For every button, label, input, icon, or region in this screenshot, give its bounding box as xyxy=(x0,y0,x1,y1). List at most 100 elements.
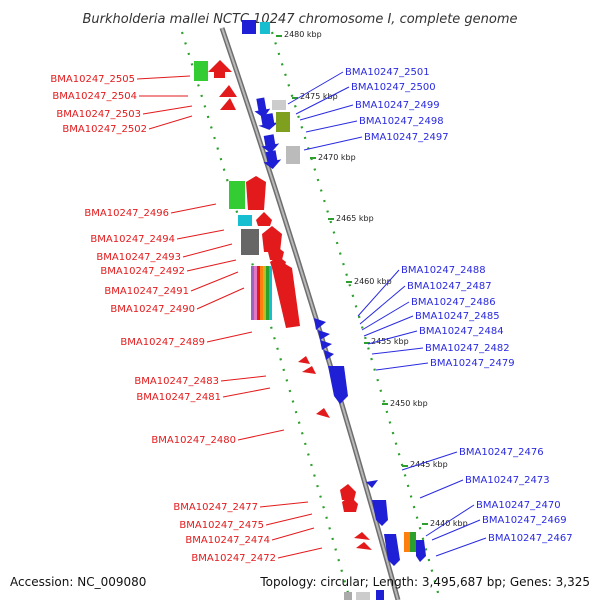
leader-line xyxy=(277,547,323,559)
kbp-label: 2480 kbp xyxy=(284,30,322,39)
kbp-label: 2450 kbp xyxy=(390,399,428,408)
leader-line xyxy=(170,203,217,214)
gene-label[interactable]: BMA10247_2502 xyxy=(62,124,147,135)
gene-2488-arrow xyxy=(314,318,326,330)
gene-2497-arrow xyxy=(261,134,280,154)
leader-line xyxy=(206,331,253,343)
gene-2479-arrow xyxy=(328,366,348,404)
gene-label[interactable]: BMA10247_2470 xyxy=(476,500,561,511)
gene-2472-arrow xyxy=(356,542,372,550)
gene-label[interactable]: BMA10247_2484 xyxy=(419,326,504,337)
gene-label[interactable]: BMA10247_2472 xyxy=(191,553,276,564)
gene-label[interactable]: BMA10247_2477 xyxy=(173,502,258,513)
gene-label[interactable]: BMA10247_2505 xyxy=(50,74,135,85)
gene-label[interactable]: BMA10247_2483 xyxy=(134,376,219,387)
gene-label[interactable]: BMA10247_2491 xyxy=(104,286,189,297)
leader-line xyxy=(299,104,354,121)
gene-top-block xyxy=(242,20,256,34)
gene-label[interactable]: BMA10247_2497 xyxy=(364,132,449,143)
gene-label[interactable]: BMA10247_2489 xyxy=(120,337,205,348)
gene-2493-block xyxy=(241,229,259,255)
leader-line xyxy=(367,330,418,345)
gene-2498-block xyxy=(276,112,290,132)
gene-label[interactable]: BMA10247_2487 xyxy=(407,281,492,292)
kbp-label: 2460 kbp xyxy=(354,277,392,286)
gene-label[interactable]: BMA10247_2479 xyxy=(430,358,515,369)
kbp-label: 2475 kbp xyxy=(300,92,338,101)
gene-label[interactable]: BMA10247_2494 xyxy=(90,234,175,245)
gene-label[interactable]: BMA10247_2486 xyxy=(411,297,496,308)
leader-line xyxy=(148,115,193,130)
gene-label[interactable]: BMA10247_2503 xyxy=(56,109,141,120)
accession-text: Accession: NC_009080 xyxy=(10,575,146,589)
gene-2476-arrow xyxy=(366,480,378,488)
leader-line xyxy=(190,271,239,292)
gene-2480-arrow xyxy=(316,408,330,418)
gene-2505-arrow xyxy=(208,60,232,78)
kbp-label: 2470 kbp xyxy=(318,153,356,162)
gene-label[interactable]: BMA10247_2485 xyxy=(415,311,500,322)
gene-label[interactable]: BMA10247_2490 xyxy=(110,304,195,315)
gene-2497b-arrow xyxy=(263,150,282,170)
leader-line xyxy=(375,362,429,371)
gene-2505-block xyxy=(194,61,208,81)
gene-label[interactable]: BMA10247_2499 xyxy=(355,100,440,111)
gene-2501-arrow xyxy=(254,97,271,118)
gene-label[interactable]: BMA10247_2474 xyxy=(185,535,270,546)
gene-2490-rainbow xyxy=(251,266,272,320)
gene-2474-arrow xyxy=(354,532,370,540)
gene-label[interactable]: BMA10247_2492 xyxy=(100,266,185,277)
leader-line xyxy=(186,259,237,272)
gene-label[interactable]: BMA10247_2482 xyxy=(425,343,510,354)
chromosome-backbone xyxy=(219,27,401,600)
leader-line xyxy=(271,527,315,541)
leader-line xyxy=(357,269,400,317)
gene-2485-arrow xyxy=(324,350,334,360)
gene-label[interactable]: BMA10247_2500 xyxy=(351,82,436,93)
gene-label[interactable]: BMA10247_2469 xyxy=(482,515,567,526)
leader-line xyxy=(237,429,285,441)
gene-2492-arrow xyxy=(268,246,284,260)
gene-label[interactable]: BMA10247_2481 xyxy=(136,392,221,403)
leader-line xyxy=(359,285,406,325)
gene-label[interactable]: BMA10247_2496 xyxy=(84,208,169,219)
leader-line xyxy=(305,120,358,133)
leader-line xyxy=(431,519,481,541)
gene-2467-arrow xyxy=(416,540,426,562)
gene-label[interactable]: BMA10247_2475 xyxy=(179,520,264,531)
gene-2494-arrow xyxy=(256,212,272,226)
gene-2503-arrow xyxy=(220,98,236,110)
leader-line xyxy=(371,347,424,355)
gene-label[interactable]: BMA10247_2480 xyxy=(151,435,236,446)
minus-strand-genes xyxy=(194,60,372,550)
leader-line xyxy=(182,243,233,258)
kbp-label: 2445 kbp xyxy=(410,460,448,469)
gene-label[interactable]: BMA10247_2493 xyxy=(96,252,181,263)
gene-label[interactable]: BMA10247_2473 xyxy=(465,475,550,486)
gene-2487-arrow xyxy=(318,330,330,340)
gene-label[interactable]: BMA10247_2501 xyxy=(345,67,430,78)
leader-line xyxy=(265,513,313,526)
leader-line xyxy=(303,136,363,151)
gene-2477-arrow xyxy=(340,484,356,500)
gene-label[interactable]: BMA10247_2498 xyxy=(359,116,444,127)
leader-line xyxy=(363,315,414,337)
gene-label[interactable]: BMA10247_2476 xyxy=(459,447,544,458)
gene-label[interactable]: BMA10247_2504 xyxy=(52,91,137,102)
kbp-label: 2455 kbp xyxy=(371,337,409,346)
gene-2483-arrow xyxy=(298,356,310,364)
gene-2469-orange xyxy=(404,532,410,552)
leader-line xyxy=(220,375,267,382)
leader-line xyxy=(419,479,464,499)
gene-2493-arrow xyxy=(262,226,282,252)
kbp-scale: 2480 kbp 2475 kbp 2470 kbp 2465 kbp 2460 kbp… xyxy=(276,30,468,528)
leader-line xyxy=(259,501,309,508)
gene-label[interactable]: BMA10247_2467 xyxy=(488,533,573,544)
gene-2496-arrow xyxy=(246,176,266,210)
gene-2481-arrow xyxy=(302,366,316,374)
kbp-label: 2465 kbp xyxy=(336,214,374,223)
gene-label[interactable]: BMA10247_2488 xyxy=(401,265,486,276)
gene-2475-arrow xyxy=(342,496,358,512)
gene-2486-arrow xyxy=(320,340,332,350)
